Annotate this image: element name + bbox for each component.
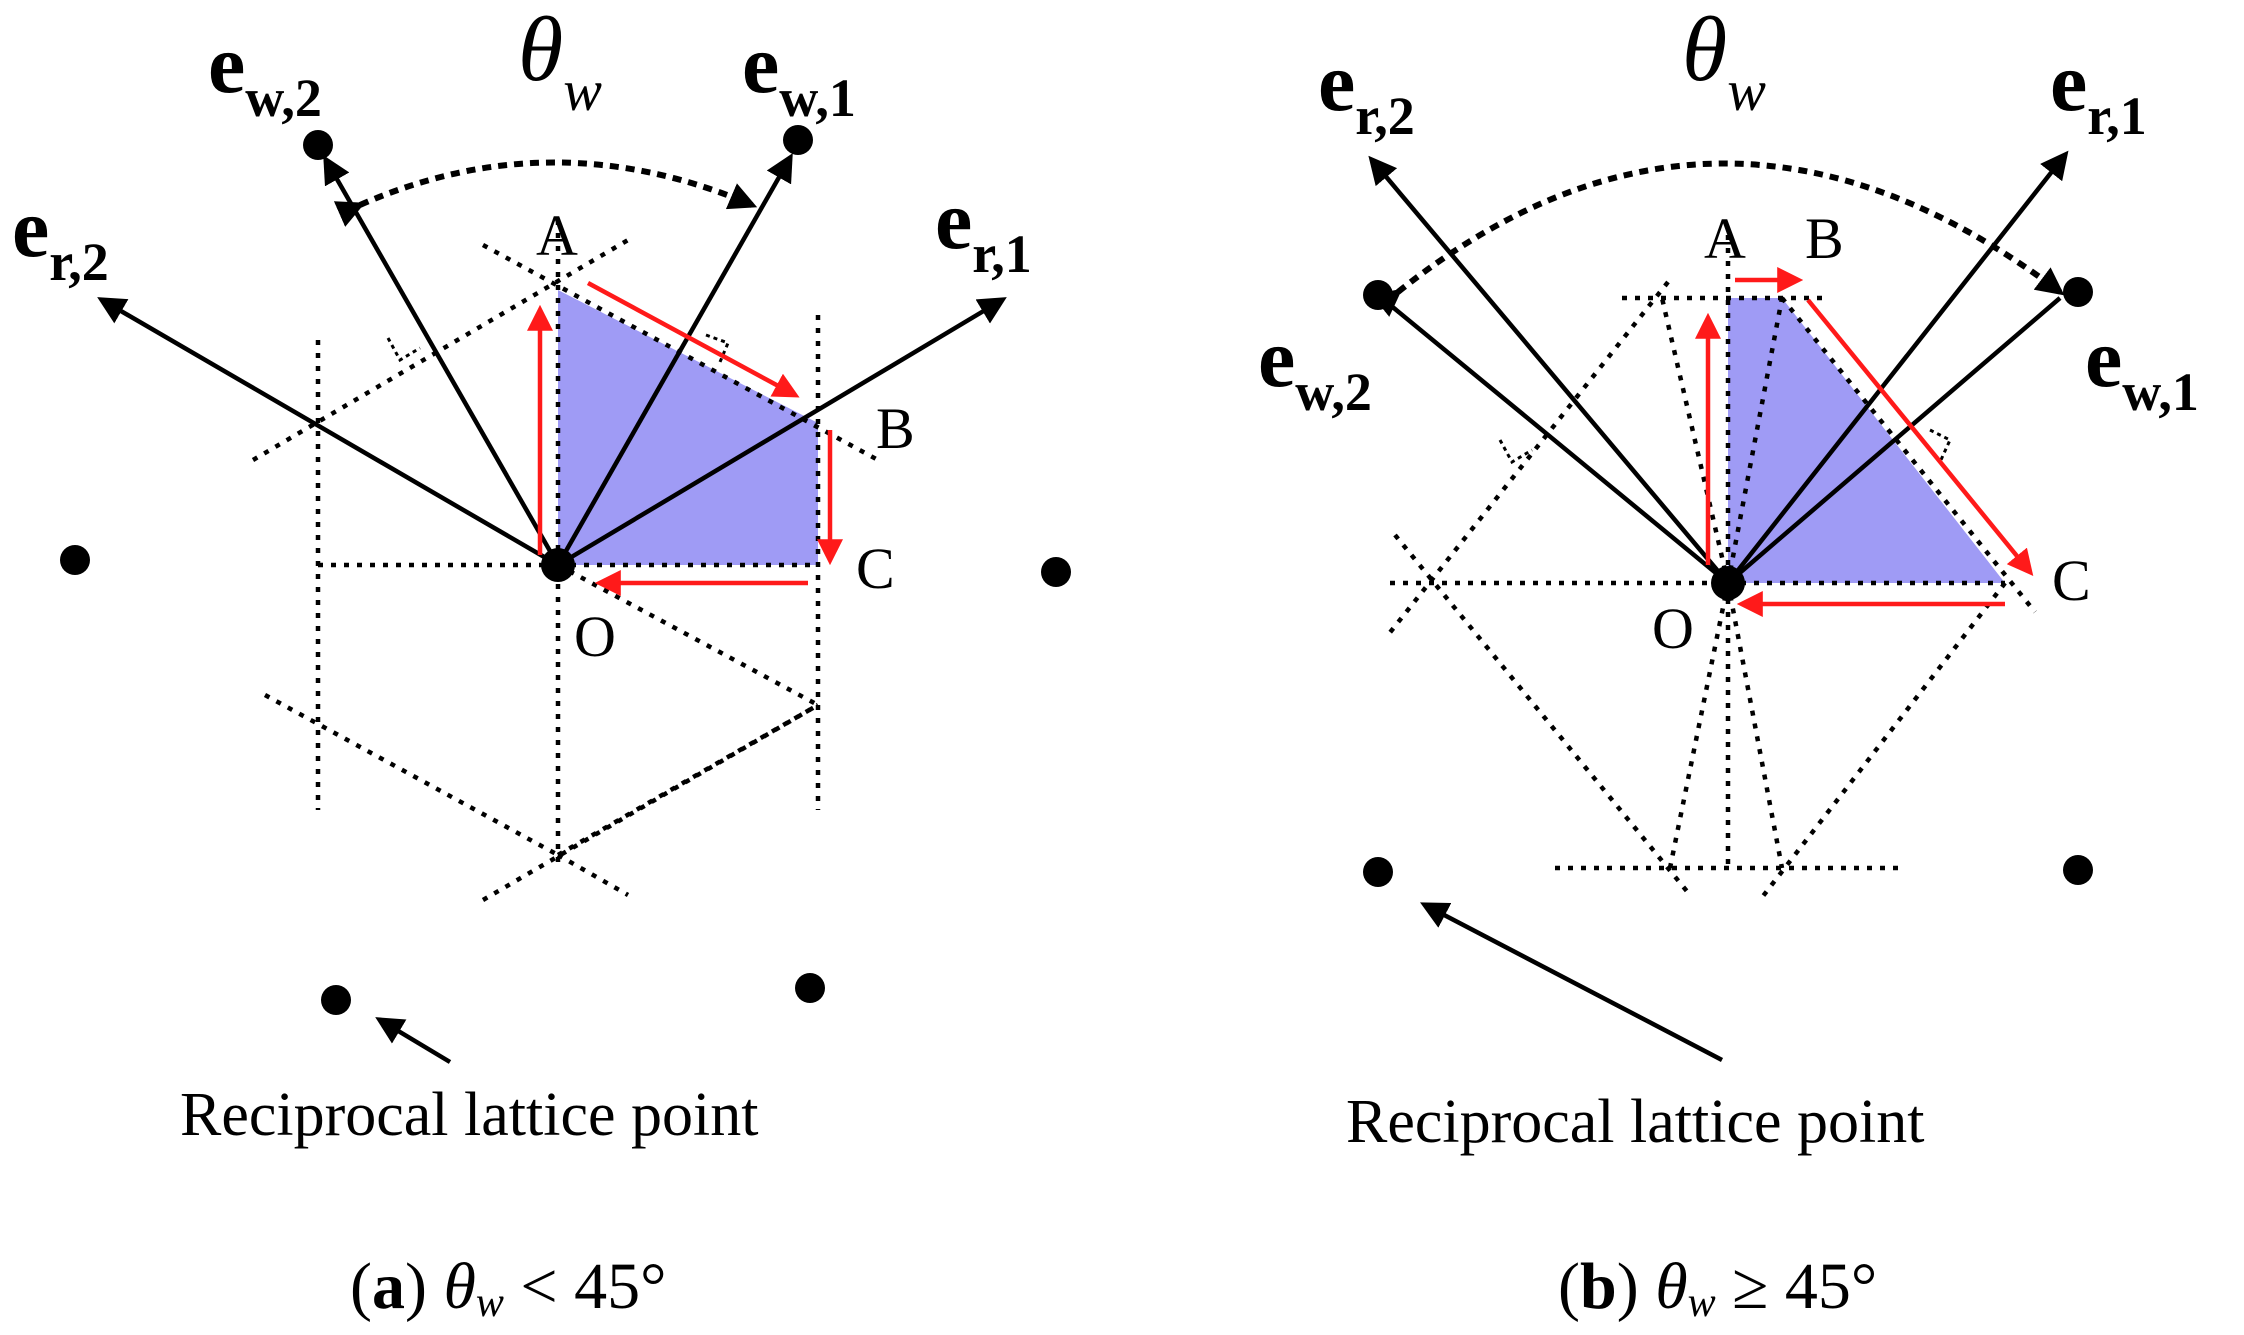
vertex-C-a: C (856, 536, 895, 601)
lattice-point (321, 985, 351, 1015)
lattice-point (795, 973, 825, 1003)
label-er1-a: er,1 (935, 174, 1032, 284)
panel-b: er,2 θw er,1 ew,2 ew,1 A B C O Reciproca… (1258, 0, 2199, 1326)
vector-er2-a (97, 297, 560, 567)
label-theta-b: θw (1682, 0, 1766, 123)
lattice-point (60, 545, 90, 575)
lattice-points-a (60, 125, 1071, 1015)
lattice-point (303, 130, 333, 160)
vertex-O-a: O (574, 604, 616, 669)
vector-er2-b (1368, 155, 1730, 585)
lattice-note-b: Reciprocal lattice point (1346, 1088, 1924, 1156)
lattice-point (2063, 855, 2093, 885)
note-arrow-a (375, 1017, 452, 1064)
vertex-O-b: O (1652, 596, 1694, 661)
vector-ew1-b (1726, 296, 2062, 585)
vertex-B-a: B (876, 396, 915, 461)
vertex-A-b: A (1704, 206, 1746, 271)
label-ew1-a: ew,1 (742, 18, 856, 128)
label-ew2-a: ew,2 (208, 18, 322, 128)
theta-arc-a (333, 159, 758, 227)
right-angle-mark-b2 (1929, 428, 1952, 463)
label-er2-b: er,2 (1318, 36, 1415, 146)
lattice-point (1363, 280, 1393, 310)
vector-er1-a (556, 297, 1007, 567)
label-ew2-b: ew,2 (1258, 312, 1372, 422)
lattice-point (2063, 277, 2093, 307)
vector-ew2-b (1376, 293, 1730, 585)
vertex-A-a: A (536, 203, 578, 268)
irreducible-region-a (558, 290, 818, 565)
origin-point-a (541, 548, 575, 582)
caption-a: (a) θw < 45° (350, 1250, 667, 1326)
irreducible-region-b (1728, 298, 2005, 583)
vector-ew2-a (323, 155, 560, 567)
note-arrow-b (1420, 902, 1724, 1062)
origin-point-b (1711, 566, 1745, 600)
vector-er1-b (1726, 150, 2069, 585)
panel-a: ew,2 θw ew,1 er,2 er,1 A B C O Reciproca… (12, 0, 1071, 1326)
label-er1-b: er,1 (2050, 36, 2147, 146)
vectors-b (1368, 150, 2069, 585)
theta-arc-b (1371, 160, 2065, 317)
caption-b: (b) θw ≥ 45° (1558, 1250, 1877, 1326)
label-theta-a: θw (518, 0, 602, 123)
vertex-C-b: C (2052, 548, 2091, 613)
lattice-note-a: Reciprocal lattice point (180, 1081, 758, 1149)
right-angle-mark-a1 (386, 337, 421, 363)
lattice-points-b (1363, 277, 2093, 887)
right-angle-mark-b1 (1498, 439, 1533, 465)
lattice-point (1041, 557, 1071, 587)
lattice-point (1363, 857, 1393, 887)
lattice-point (783, 125, 813, 155)
vertex-B-b: B (1805, 206, 1844, 271)
label-er2-a: er,2 (12, 182, 109, 292)
red-path-b (1695, 267, 2034, 617)
label-ew1-b: ew,1 (2085, 312, 2199, 422)
red-path-a (527, 281, 843, 596)
